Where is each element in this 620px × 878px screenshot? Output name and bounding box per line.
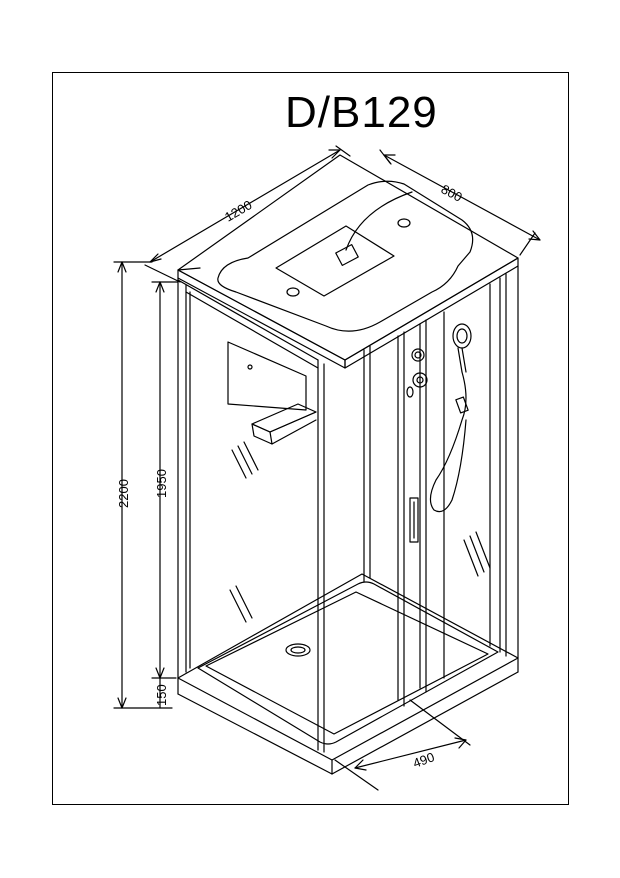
dimension-total-height: 2200	[113, 261, 173, 709]
dimension-door-width: 490	[334, 699, 471, 791]
width-label: 1200	[222, 197, 255, 224]
roof	[177, 154, 519, 369]
shelf	[251, 403, 317, 445]
shower-controls	[406, 323, 472, 543]
shower-tray	[177, 573, 519, 775]
model-title: D/B129	[285, 88, 438, 137]
tray-height-label: 150	[154, 684, 169, 706]
dimension-depth: 800	[379, 149, 541, 256]
cabin-frame	[177, 265, 519, 753]
cabin-height-label: 1950	[154, 469, 169, 498]
total-height-label: 2200	[116, 479, 131, 508]
drawing-frame	[52, 72, 569, 805]
dimension-cabin-height: 1950	[151, 281, 179, 679]
dimension-tray-height: 150	[154, 677, 169, 709]
door-width-label: 490	[411, 749, 437, 771]
depth-label: 800	[439, 181, 465, 204]
glass-reflections	[229, 441, 491, 623]
back-panel	[227, 341, 307, 411]
